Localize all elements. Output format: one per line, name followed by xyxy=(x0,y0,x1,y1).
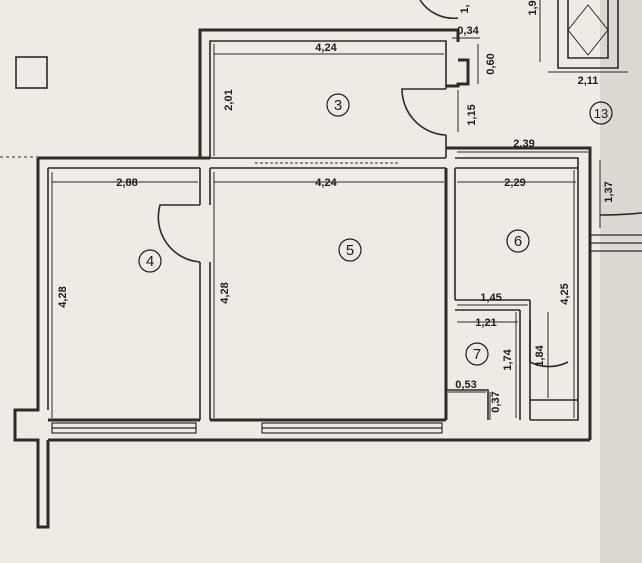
dim-room5-width: 4,24 xyxy=(315,177,337,189)
dim-stair-width: 2,11 xyxy=(578,75,599,87)
room13-marker xyxy=(589,101,613,125)
room5-number: 5 xyxy=(346,242,354,259)
room4-5-wall-bottom xyxy=(199,262,211,420)
dim-room4-width: 2,88 xyxy=(116,177,137,189)
room6-marker xyxy=(506,229,530,253)
dim-room3-height: 2,01 xyxy=(223,89,235,110)
dim-room3-width: 4,24 xyxy=(315,42,337,54)
door-room3 xyxy=(401,88,447,136)
room7-number: 7 xyxy=(473,346,481,363)
dim-corridor: 2,39 xyxy=(513,138,534,150)
room5-marker xyxy=(338,238,362,262)
dim-room3-door: 1,15 xyxy=(466,104,478,125)
room7-bottom-step xyxy=(446,389,489,420)
room7-marker xyxy=(465,342,489,366)
paper-shadow xyxy=(600,0,642,563)
room4-marker xyxy=(138,249,162,273)
dim-small-b: 0,37 xyxy=(490,391,502,412)
room3-number: 3 xyxy=(334,97,342,114)
column-symbol xyxy=(15,56,48,89)
room3-notch-wall xyxy=(446,58,470,88)
right-wall-curve xyxy=(599,212,642,216)
dim-room6-height: 4,25 xyxy=(559,283,571,304)
room7-top-walls xyxy=(455,299,530,311)
room4-number: 4 xyxy=(146,253,154,270)
left-outer-wall xyxy=(13,158,50,529)
dim-room5-height: 4,28 xyxy=(219,282,231,303)
stair-inner xyxy=(567,0,609,59)
room3-outer-wall xyxy=(198,28,460,158)
room6-number: 6 xyxy=(514,233,522,250)
dim-right-side: 1,37 xyxy=(603,181,615,202)
closet-divider xyxy=(519,300,531,420)
dim-room4-height: 4,28 xyxy=(57,286,69,307)
dim-room7-height: 1,74 xyxy=(502,348,514,370)
dim-room7-inner: 1,21 xyxy=(475,317,496,329)
room3-marker xyxy=(326,93,350,117)
door-top xyxy=(419,0,459,20)
stair-box xyxy=(557,0,619,69)
stair-diamond xyxy=(567,4,609,56)
dim-stair-cut: 1,9 xyxy=(527,0,539,15)
dim-top-cut: 1, xyxy=(459,4,471,13)
dim-top-small-b: 0,60 xyxy=(485,53,497,74)
room3-inner-wall xyxy=(209,40,447,158)
dim-top-small-a: 0,34 xyxy=(457,25,479,37)
door-room4 xyxy=(157,204,201,263)
room6-inner-wall xyxy=(455,167,579,421)
corridor-inner-top xyxy=(455,157,579,168)
corridor-top-right-wall xyxy=(446,146,592,440)
room13-number: 13 xyxy=(594,106,608,121)
dim-room7-top: 1,45 xyxy=(480,292,501,304)
dim-room6-width: 2,29 xyxy=(504,177,525,189)
dim-small-a: 0,53 xyxy=(455,379,476,391)
door-closet xyxy=(529,320,569,368)
dim-closet-height: 1,84 xyxy=(534,344,546,366)
